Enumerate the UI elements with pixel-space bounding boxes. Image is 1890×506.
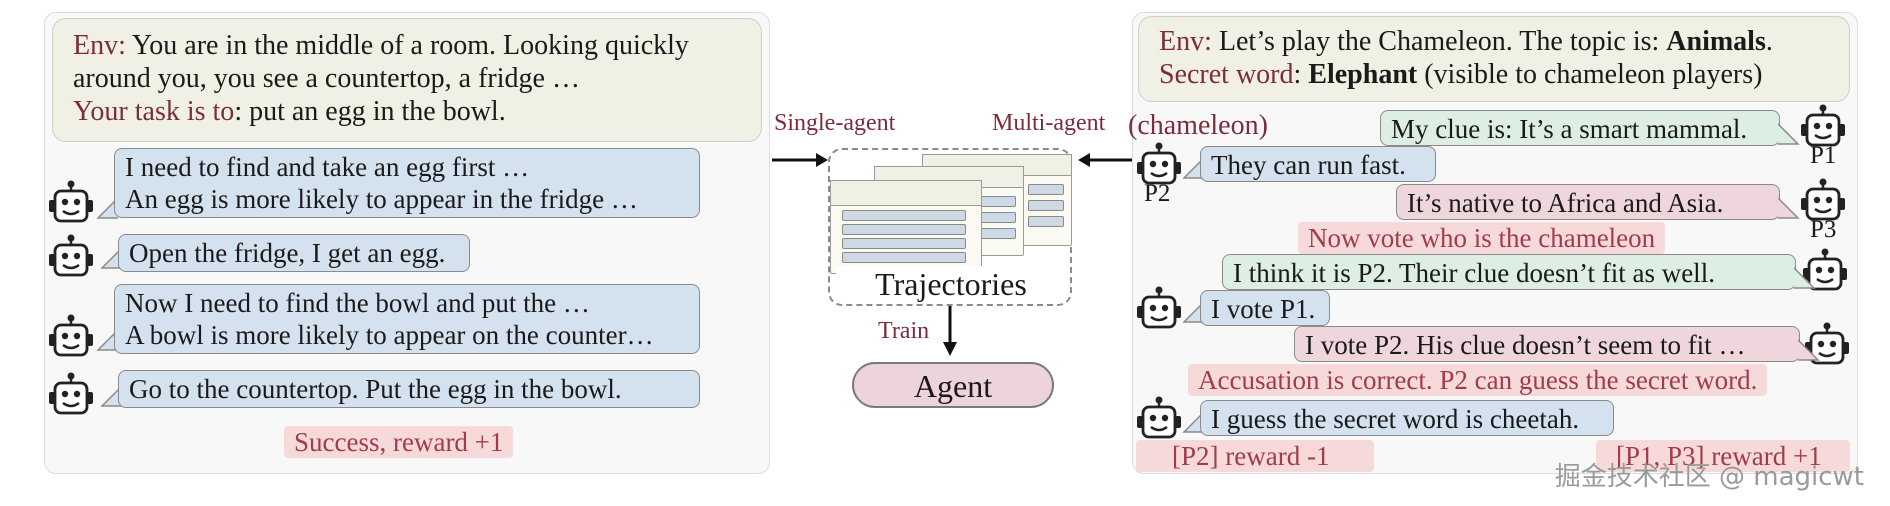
- trajectory-step: [842, 238, 966, 249]
- bubble-tail: [96, 197, 118, 219]
- message-line: An egg is more likely to appear in the f…: [125, 184, 638, 214]
- robot-icon: [1136, 285, 1182, 329]
- trajectory-step: [1028, 184, 1064, 195]
- robot-icon: [1136, 395, 1182, 439]
- env-text: Let’s play the Chameleon. The topic is:: [1211, 26, 1667, 57]
- multi-agent-label: Multi-agent: [992, 110, 1106, 136]
- bubble-tail: [1182, 411, 1204, 433]
- watermark: 掘金技术社区 @ magicwt: [1554, 462, 1864, 492]
- left-env-box: Env: You are in the middle of a room. Lo…: [52, 18, 762, 142]
- single-agent-label: Single-agent: [774, 110, 896, 136]
- env-text-line2: around you, you see a countertop, a frid…: [73, 63, 580, 94]
- bubble-tail: [1794, 267, 1816, 289]
- p2-message: I guess the secret word is cheetah.: [1200, 400, 1614, 436]
- reward-result: Success, reward +1: [284, 426, 514, 458]
- robot-icon: [48, 179, 94, 223]
- env-text-line1: You are in the middle of a room. Looking…: [125, 30, 689, 61]
- robot-icon: [48, 313, 94, 357]
- bubble-tail: [1798, 339, 1820, 361]
- trajectory-step: [980, 228, 1016, 239]
- player-label-p3: P3: [1810, 216, 1837, 243]
- bubble-tail: [96, 329, 118, 351]
- trajectory-step: [842, 224, 966, 235]
- robot-icon: [48, 371, 94, 415]
- p2-message: I vote P1.: [1200, 290, 1330, 326]
- reward-p2: [P2] reward -1: [1136, 440, 1374, 472]
- message-line: A bowl is more likely to appear on the c…: [125, 320, 654, 350]
- agent-message: I need to find and take an egg first … A…: [114, 148, 700, 218]
- right-env-box: Env: Let’s play the Chameleon. The topic…: [1138, 16, 1850, 102]
- agent-message: Open the fridge, I get an egg.: [118, 234, 470, 272]
- task-text: : put an egg in the bowl.: [234, 96, 506, 127]
- message-line: Now I need to find the bowl and put the …: [125, 288, 590, 318]
- p3-message: I vote P2. His clue doesn’t seem to fit …: [1294, 326, 1800, 362]
- secret-note: (visible to chameleon players): [1417, 59, 1763, 90]
- vote-prompt: Now vote who is the chameleon: [1298, 222, 1666, 254]
- trajectory-step: [842, 210, 966, 221]
- agent-node: Agent: [852, 362, 1054, 408]
- p2-message: They can run fast.: [1200, 146, 1436, 182]
- message-line: I need to find and take an egg first …: [125, 152, 530, 182]
- arrow-left-icon: [1078, 153, 1134, 167]
- arrow-down-icon: [943, 306, 957, 356]
- reward-p1-p3: [P1, P3] reward +1: [1596, 440, 1850, 472]
- p1-message: I think it is P2. Their clue doesn’t fit…: [1222, 254, 1796, 290]
- secret-word: Elephant: [1308, 59, 1418, 90]
- secret-label: Secret word: [1159, 59, 1294, 90]
- accusation-result: Accusation is correct. P2 can guess the …: [1188, 364, 1768, 396]
- trajectory-card-header: [830, 180, 982, 206]
- p1-message: My clue is: It’s a smart mammal.: [1380, 110, 1780, 146]
- topic: Animals: [1666, 26, 1766, 57]
- player-label-p1: P1: [1810, 142, 1837, 169]
- agent-message: Go to the countertop. Put the egg in the…: [118, 370, 700, 408]
- bubble-tail: [1182, 157, 1204, 179]
- robot-icon: [48, 233, 94, 277]
- bubble-tail: [100, 385, 122, 407]
- bubble-tail: [1778, 123, 1800, 145]
- trajectory-step: [1028, 200, 1064, 211]
- arrow-right-icon: [772, 153, 828, 167]
- player-label-p2: P2: [1144, 180, 1171, 207]
- bubble-tail: [1182, 301, 1204, 323]
- task-label: Your task is to: [73, 96, 235, 127]
- trajectories-label: Trajectories: [836, 266, 1066, 302]
- bubble-tail: [1778, 197, 1800, 219]
- env-label: Env:: [73, 30, 126, 61]
- trajectory-step: [980, 196, 1016, 207]
- trajectory-step: [1028, 216, 1064, 227]
- agent-message: Now I need to find the bowl and put the …: [114, 284, 700, 354]
- train-label: Train: [878, 318, 930, 344]
- bubble-tail: [100, 247, 122, 269]
- p3-message: It’s native to Africa and Asia.: [1396, 184, 1780, 220]
- trajectory-step: [980, 212, 1016, 223]
- env-label: Env:: [1159, 26, 1212, 57]
- chameleon-label: (chameleon): [1128, 110, 1268, 141]
- trajectory-step: [842, 252, 966, 263]
